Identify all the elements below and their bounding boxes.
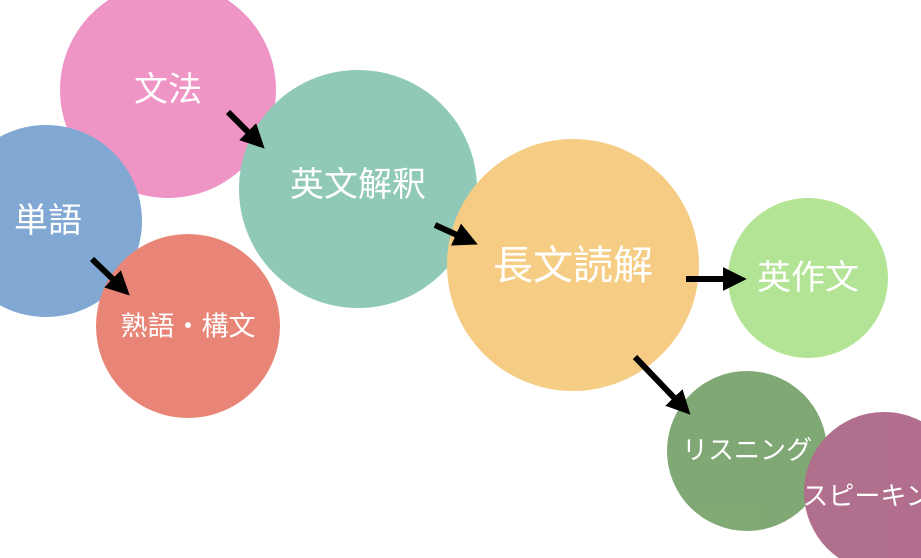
- node-idioms: [96, 234, 280, 418]
- node-interpretation: [239, 70, 477, 308]
- node-listening: [667, 371, 827, 531]
- label-grammar: 文法: [134, 70, 202, 110]
- arrow-long-reading-to-listening: [632, 354, 691, 415]
- label-composition: 英作文: [757, 258, 859, 298]
- node-speaking: [804, 412, 921, 558]
- arrows: [89, 109, 747, 415]
- label-vocabulary: 単語: [14, 201, 82, 241]
- label-long-reading: 長文読解: [493, 243, 653, 289]
- label-speaking: スピーキング: [802, 482, 921, 512]
- node-composition: [728, 198, 888, 358]
- node-long-reading: [447, 139, 699, 391]
- label-idioms: 熟語・構文: [121, 312, 256, 343]
- arrow-vocabulary-to-idioms: [89, 256, 130, 296]
- node-grammar: [60, 0, 276, 198]
- label-listening: リスニング: [682, 436, 812, 466]
- arrow-interpretation-to-long-reading: [433, 222, 478, 246]
- label-interpretation: 英文解釈: [290, 165, 426, 205]
- arrow-grammar-to-interpretation: [225, 109, 265, 149]
